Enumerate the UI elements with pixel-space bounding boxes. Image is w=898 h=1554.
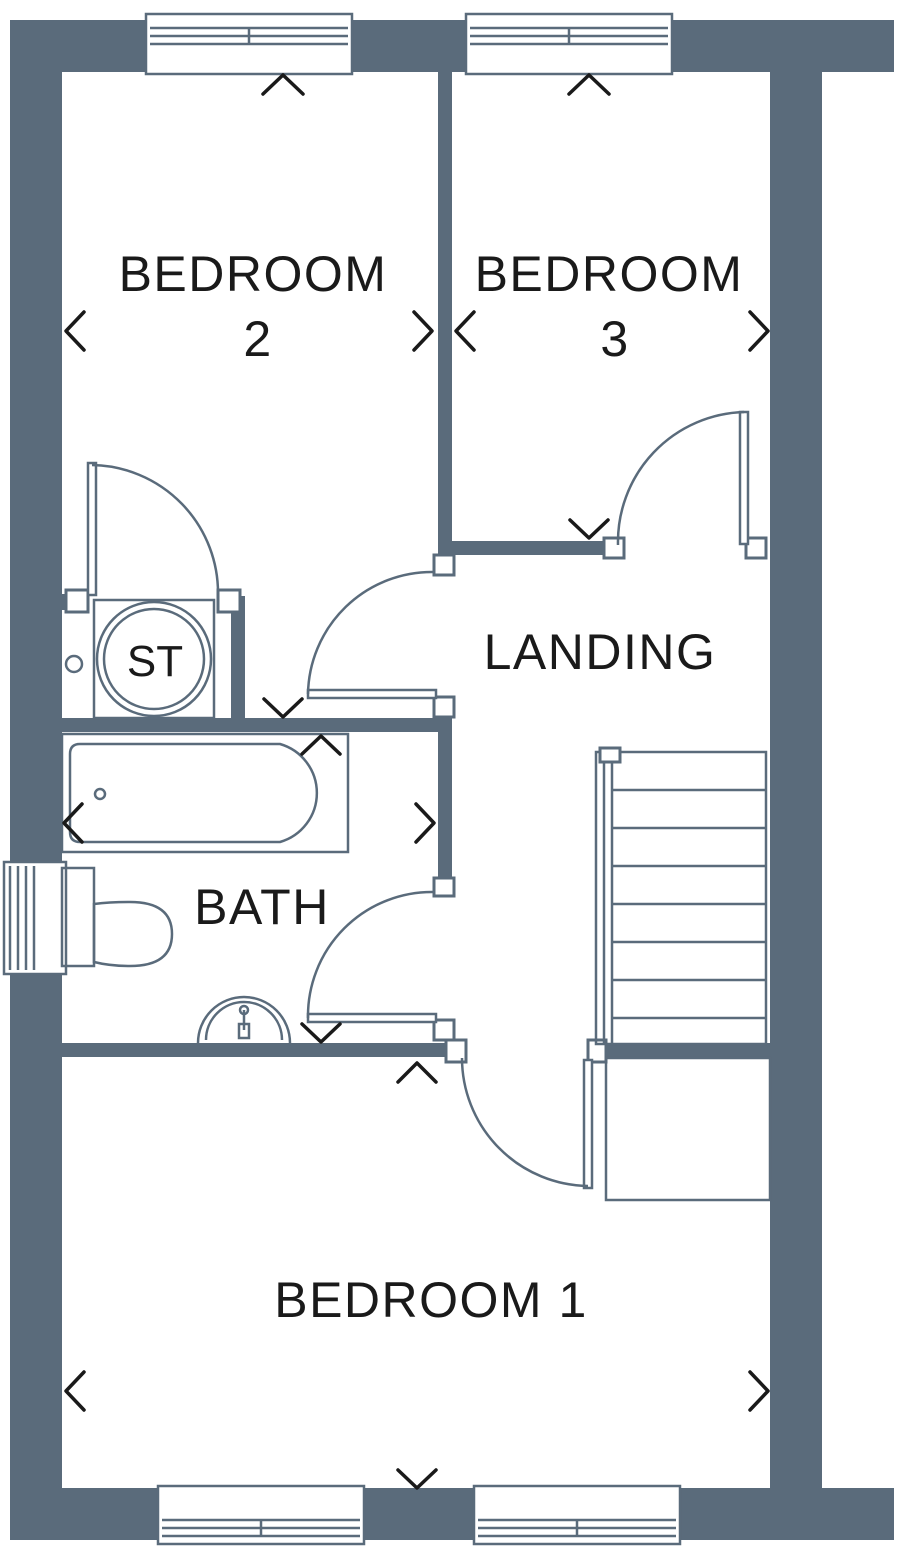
- chevron-down-icon: [396, 1468, 438, 1490]
- wall-bed2-bath: [62, 718, 452, 732]
- chevron-right-icon: [412, 310, 434, 352]
- label-bedroom-1: BEDROOM 1: [274, 1272, 588, 1328]
- door-bedroom-1: [460, 1057, 594, 1190]
- doors: [86, 410, 750, 1190]
- room-labels: BEDROOM 2 BEDROOM 3 LANDING BATH BEDROOM…: [119, 246, 744, 1328]
- storage-tank-cupboard: ST: [64, 598, 216, 720]
- wall-top: [10, 20, 894, 72]
- storage-tank-label: ST: [127, 637, 183, 686]
- window-bedroom-3: [464, 12, 674, 76]
- storage-tank-inner: [102, 607, 206, 711]
- door-bath: [306, 890, 438, 1024]
- chevron-up-icon: [300, 734, 342, 756]
- door-cupboard: [86, 461, 220, 597]
- wall-bed3-bottom: [452, 541, 612, 555]
- stair-bulkhead: [604, 1056, 772, 1202]
- chevron-left-icon: [64, 310, 86, 352]
- label-landing: LANDING: [484, 624, 717, 680]
- chevron-down-icon: [262, 697, 304, 719]
- chevron-left-icon: [64, 1370, 86, 1412]
- label-bedroom-2-line2: 2: [243, 311, 272, 367]
- door-bedroom-3: [616, 410, 750, 546]
- wall-bottom: [10, 1488, 894, 1540]
- window-bedroom-2: [144, 12, 354, 76]
- label-bedroom-2-line1: BEDROOM: [119, 246, 388, 302]
- chevron-right-icon: [748, 1370, 770, 1412]
- bath-fixtures: [60, 732, 350, 1044]
- chevron-down-icon: [300, 1022, 342, 1044]
- wall-right: [770, 20, 822, 1540]
- dimension-markers: [62, 73, 770, 1490]
- chevron-up-icon: [396, 1061, 438, 1084]
- staircase: [594, 746, 772, 1202]
- interior-walls: [62, 72, 770, 1057]
- wash-basin: [196, 995, 292, 1044]
- wall-left: [10, 20, 62, 1540]
- chevron-up-icon: [261, 73, 305, 96]
- door-jambs: [64, 536, 768, 1064]
- wall-bed2-bed3: [438, 72, 452, 562]
- door-bedroom-2: [306, 570, 438, 700]
- label-bedroom-3-line2: 3: [600, 311, 629, 367]
- wall-cupboard-right: [231, 596, 245, 720]
- wall-stairs-bottom: [596, 1043, 770, 1057]
- chevron-up-icon: [567, 73, 611, 96]
- chevron-left-icon: [62, 802, 84, 844]
- label-bedroom-3-line1: BEDROOM: [475, 246, 744, 302]
- chevron-down-icon: [568, 518, 610, 540]
- window-bedroom-1-right: [472, 1484, 682, 1546]
- windows: [2, 12, 682, 1546]
- toilet: [60, 866, 174, 968]
- window-bedroom-1-left: [156, 1484, 366, 1546]
- wall-bath-landing: [438, 705, 452, 887]
- chevron-right-icon: [414, 802, 436, 844]
- pipe-icon: [64, 654, 84, 674]
- chevron-right-icon: [748, 310, 770, 352]
- window-bath: [2, 860, 68, 976]
- label-bath: BATH: [194, 879, 330, 935]
- chevron-left-icon: [454, 310, 476, 352]
- wall-bath-bed1: [62, 1043, 448, 1057]
- storage-tank-outer: [95, 600, 213, 718]
- outer-walls: [10, 20, 894, 1540]
- bathtub: [60, 732, 350, 854]
